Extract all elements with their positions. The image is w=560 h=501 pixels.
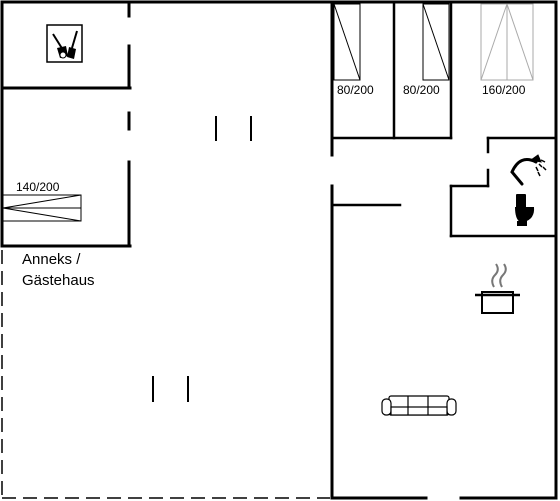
bed-diagonal xyxy=(480,3,508,81)
annex-label-line1: Anneks / xyxy=(22,251,81,268)
bed-diagonal xyxy=(422,3,450,81)
bed-3-label: 160/200 xyxy=(482,83,526,97)
bed-1 xyxy=(333,3,361,81)
annex-label-line2: Gästehaus xyxy=(22,272,95,289)
cooking-pot-icon xyxy=(475,263,520,314)
terrace-outline xyxy=(1,250,330,499)
bed-diagonal xyxy=(333,3,361,81)
bed-2 xyxy=(422,3,450,81)
toilet-icon xyxy=(515,194,535,226)
bed-1-label: 80/200 xyxy=(337,83,374,97)
shower-icon xyxy=(510,154,547,186)
window-marks xyxy=(152,116,252,402)
bed-3 xyxy=(480,3,534,81)
annex-bed xyxy=(2,194,82,222)
bed-diagonal xyxy=(2,194,82,209)
bed-diagonal xyxy=(506,3,534,81)
sofa-icon xyxy=(381,395,457,416)
bed-frame xyxy=(422,3,450,81)
annex-bed-label: 140/200 xyxy=(16,180,60,194)
bed-frame xyxy=(333,3,361,81)
bed-2-label: 80/200 xyxy=(403,83,440,97)
cleaning-tools-icon xyxy=(46,24,83,63)
bed-diagonal xyxy=(2,207,82,222)
